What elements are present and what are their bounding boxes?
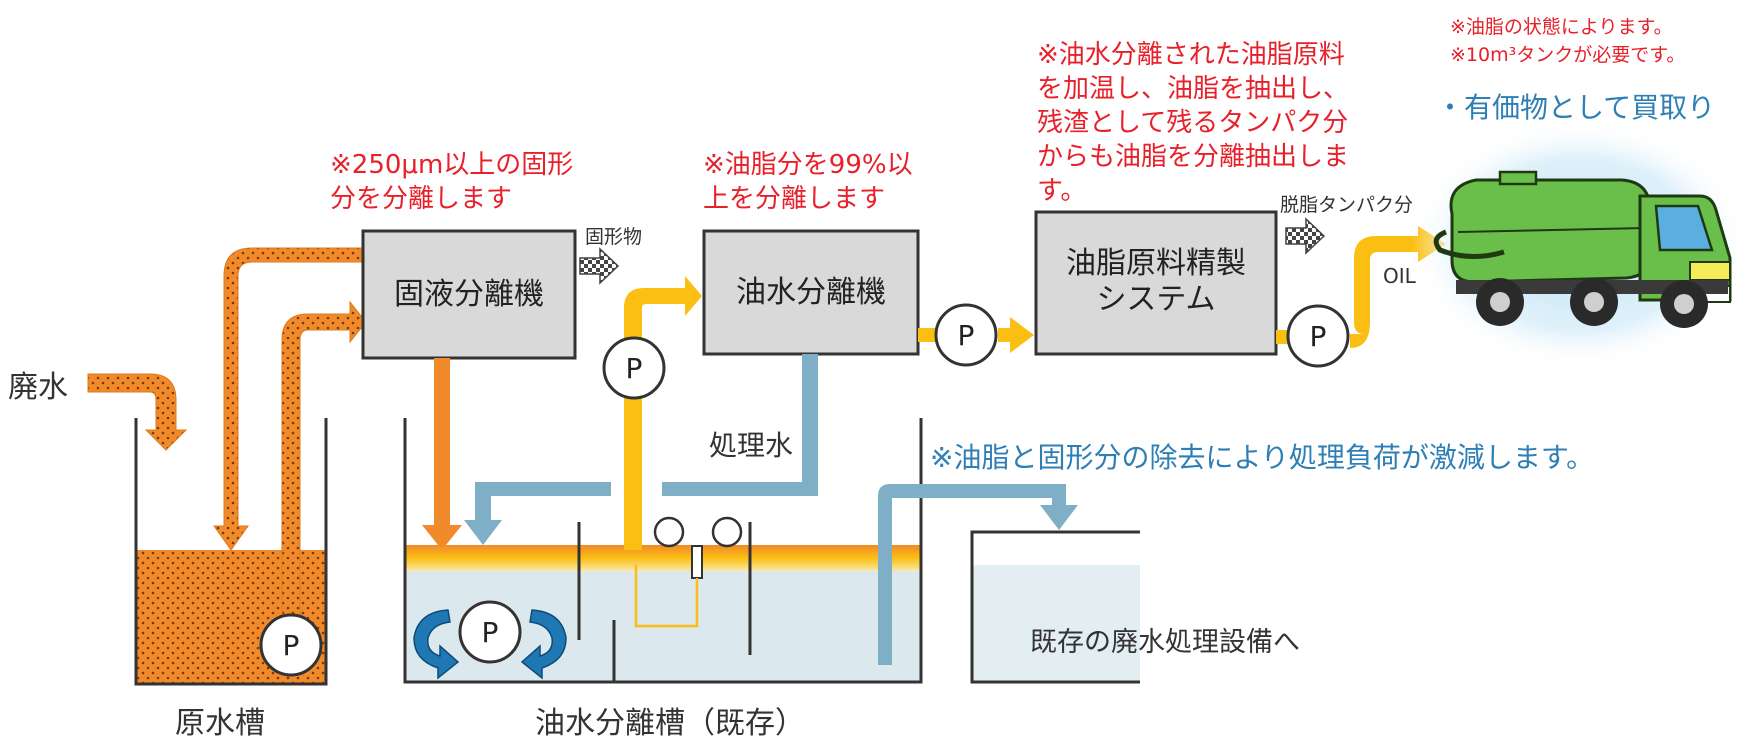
refining-system-box <box>1034 210 1278 356</box>
wastewater-label: 廃水 <box>8 370 68 405</box>
solid-liquid-separator-label: 固液分離機 <box>394 276 544 312</box>
solid-note-line2: 分を分離します <box>330 184 513 214</box>
protein-hatched-arrow-icon <box>1285 217 1326 255</box>
oil-label: OIL <box>1383 264 1416 288</box>
solid-note-line1: ※250μm以上の固形 <box>330 150 574 180</box>
solids-label: 固形物 <box>585 226 643 248</box>
refine-note-line4: からも油脂を分離抽出しま <box>1037 142 1350 172</box>
separator-outflow-arrow <box>422 358 462 550</box>
existing-facility-tank <box>970 530 1140 684</box>
treated-water-label: 処理水 <box>709 429 794 462</box>
oil-note-line2: 上を分離します <box>703 184 886 214</box>
condition-note-line2: ※10m³タンクが必要です。 <box>1450 44 1686 66</box>
raw-water-tank-label: 原水槽 <box>175 706 265 741</box>
refine-note-line3: 残渣として残るタンパク分 <box>1037 108 1349 138</box>
solids-hatched-arrow-icon <box>579 247 620 285</box>
pump-label: P <box>1309 319 1327 353</box>
oil-note-line1: ※油脂分を99%以 <box>703 150 913 180</box>
refine-note-line5: す。 <box>1037 176 1087 206</box>
pump-icon <box>458 600 522 664</box>
oil-to-truck-arrow <box>1276 330 1290 344</box>
pump-icon <box>602 336 666 400</box>
circulation-arrow-icon <box>413 609 460 680</box>
pump-icon <box>934 303 998 367</box>
pump-icon <box>1286 304 1350 368</box>
pump-label: P <box>957 318 975 352</box>
condition-note-line1: ※油脂の状態によります。 <box>1450 16 1673 38</box>
pump-label: P <box>625 351 643 385</box>
separation-tank-label: 油水分離槽（既存） <box>535 706 805 741</box>
wastewater-inflow-arrow <box>87 373 188 451</box>
oil-water-separator-box <box>702 229 920 356</box>
oil-to-refining-arrow-head <box>998 317 1034 353</box>
load-reduction-note: ※油脂と固形分の除去により処理負荷が激減します。 <box>930 441 1595 474</box>
oil-to-refining-arrow <box>918 328 940 342</box>
return-pipe-arrow <box>213 247 367 551</box>
solid-liquid-separator-box <box>361 229 577 360</box>
treated-water-return-arrow-head <box>464 482 611 545</box>
to-existing-facility-arrow <box>878 484 1078 665</box>
circulation-arrow-icon <box>520 609 567 680</box>
oil-water-separator-label: 油水分離機 <box>736 274 886 310</box>
defatted-protein-label: 脱脂タンパク分 <box>1280 194 1414 216</box>
treated-water-return-arrow <box>662 354 818 496</box>
pump-label: P <box>282 628 300 662</box>
refine-note-line1: ※油水分離された油脂原料 <box>1037 40 1345 70</box>
pump-label: P <box>481 615 499 649</box>
tank-truck-icon <box>1412 120 1746 368</box>
refine-note-line2: を加温し、油脂を抽出し、 <box>1037 74 1350 104</box>
refining-system-label-line1: 油脂原料精製 <box>1066 246 1246 281</box>
refining-system-label-line2: システム <box>1096 282 1216 317</box>
existing-facility-label: 既存の廃水処理設備へ <box>1030 627 1300 658</box>
oil-feed-pipe-arrow <box>624 276 702 550</box>
buyback-note: ・有価物として買取り <box>1436 91 1716 124</box>
pump-icon <box>259 613 323 677</box>
